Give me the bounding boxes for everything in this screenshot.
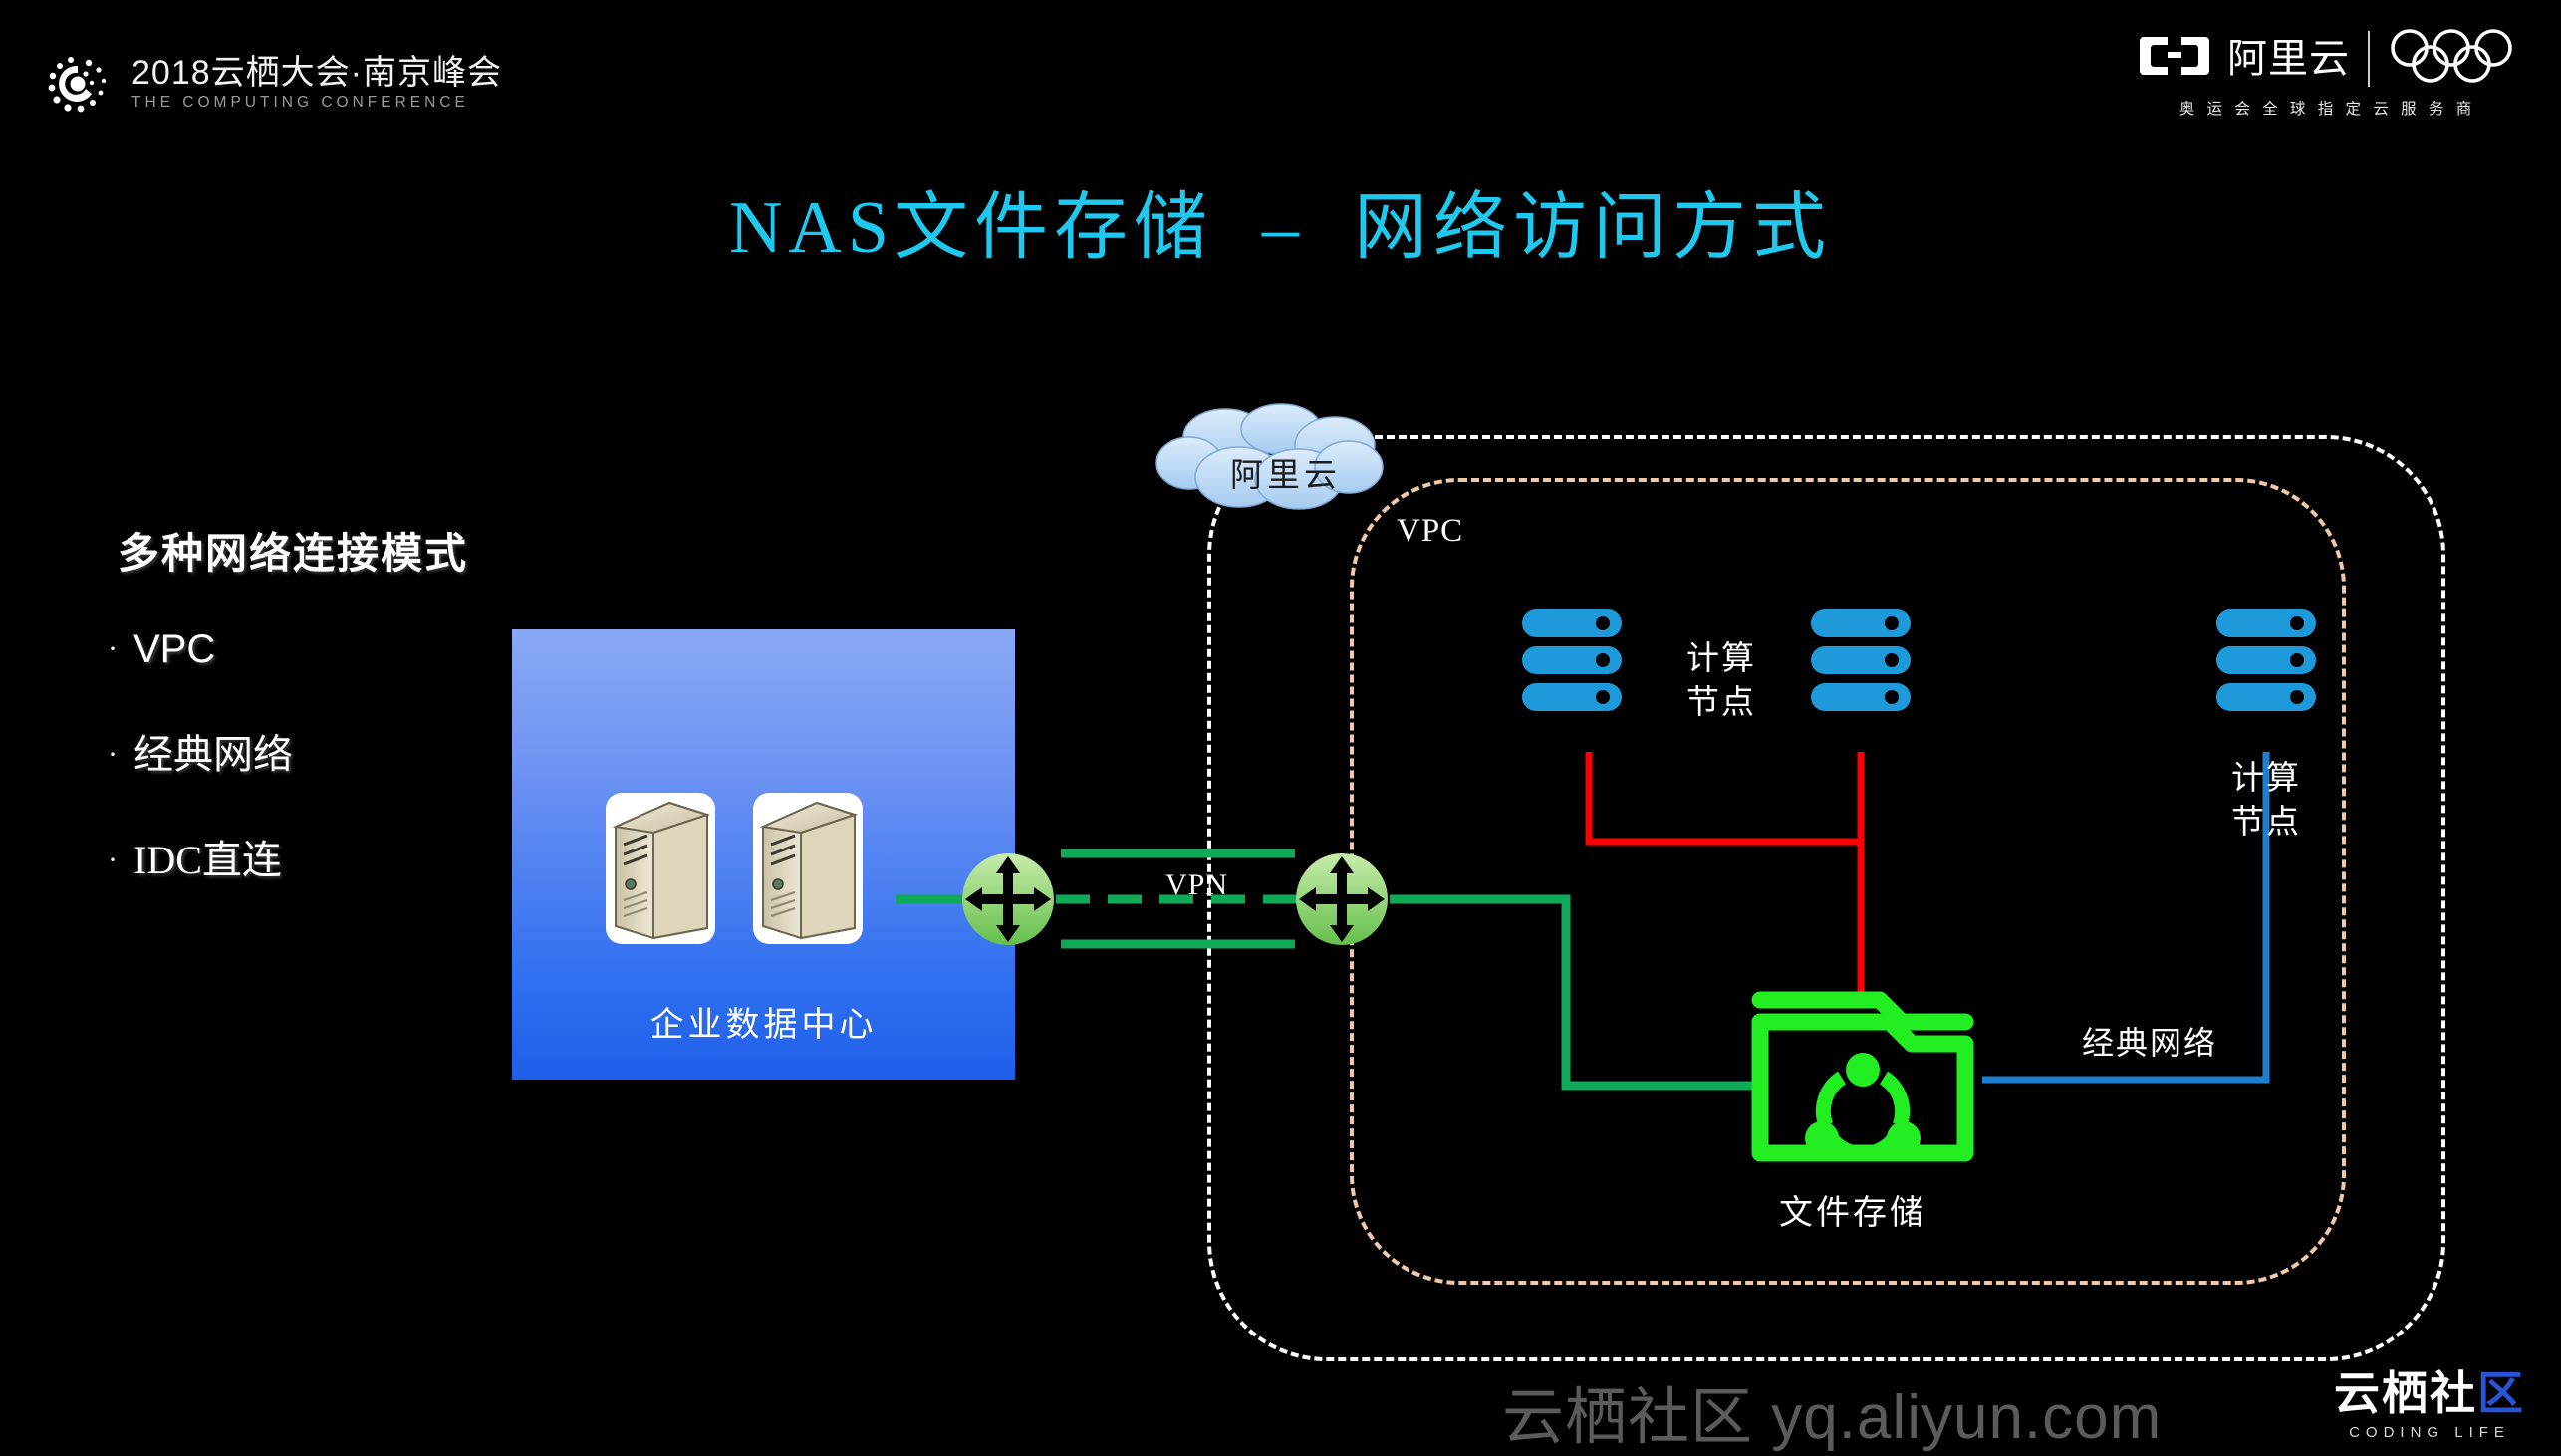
compute-node-icon-vpc-left <box>1522 609 1622 720</box>
compute-node-icon-classic <box>2216 609 2316 720</box>
conference-logo-text: 2018云栖大会·南京峰会 THE COMPUTING CONFERENCE <box>131 53 502 113</box>
file-storage-label: 文件存储 <box>1779 1195 1926 1232</box>
aliyun-mark-icon <box>2140 33 2209 84</box>
vpn-label: VPN <box>1165 868 1229 901</box>
list-item: · 经典网络 <box>108 733 526 839</box>
classic-network-label: 经典网络 <box>2082 1025 2218 1061</box>
left-bullet-list: · VPC · 经典网络 · IDC直连 <box>108 627 526 944</box>
compute-node-label-line1: 计算 <box>1686 641 1756 677</box>
server-bar <box>1522 646 1622 674</box>
compute-node-label-line2: 节点 <box>2231 805 2301 841</box>
page-title: NAS文件存储 – 网络访问方式 <box>728 187 1833 269</box>
bullet-label: VPC <box>133 627 216 671</box>
alibaba-cloud-region-border <box>1207 435 2445 1361</box>
server-bar <box>1522 609 1622 637</box>
aliyun-logo: 阿里云 奥 运 会 全 球 指 定 云 服 务 商 <box>2140 28 2515 119</box>
file-storage-icon <box>1748 984 1977 1173</box>
server-bar <box>2216 646 2316 674</box>
datacenter-label: 企业数据中心 <box>649 1007 878 1044</box>
bullet-marker-icon: · <box>108 738 118 771</box>
watermark-logo-cn: 云栖社区 <box>2334 1370 2525 1416</box>
tower-server-icon <box>753 793 863 944</box>
left-heading: 多种网络连接模式 <box>118 530 469 577</box>
watermark-logo-cn-b: 区 <box>2477 1367 2525 1419</box>
bullet-label: 经典网络 <box>133 732 293 777</box>
compute-node-label-classic: 计算 节点 <box>2186 757 2346 845</box>
watermark-logo: 云栖社区 CODING LIFE <box>2334 1370 2525 1441</box>
cloud-label: 阿里云 <box>1230 458 1341 494</box>
server-bar <box>1811 609 1911 637</box>
gateway-router-icon-right <box>1295 852 1389 946</box>
watermark-logo-en: CODING LIFE <box>2349 1424 2510 1441</box>
server-bar <box>2216 683 2316 711</box>
aliyun-logo-row: 阿里云 <box>2140 28 2515 89</box>
vpc-label: VPC <box>1397 513 1464 549</box>
conference-name-cn: 2018云栖大会·南京峰会 <box>131 53 502 92</box>
server-bar <box>2216 609 2316 637</box>
bullet-marker-icon: · <box>108 632 118 665</box>
server-bar <box>1522 683 1622 711</box>
list-item: · IDC直连 <box>108 839 526 944</box>
computing-conference-icon <box>42 48 114 120</box>
cloud-icon <box>1153 403 1417 528</box>
gateway-router-icon-left <box>961 852 1055 946</box>
wire-gateway-to-storage <box>1390 894 1753 1091</box>
wire-storage-to-classic-blue <box>1982 752 2270 1084</box>
logo-divider <box>2368 30 2370 87</box>
compute-node-label-line2: 节点 <box>1686 685 1756 721</box>
compute-node-label-vpc: 计算 节点 <box>1642 637 1801 725</box>
bullet-marker-icon: · <box>108 844 118 876</box>
conference-logo: 2018云栖大会·南京峰会 THE COMPUTING CONFERENCE <box>42 48 502 120</box>
aliyun-tagline: 奥 运 会 全 球 指 定 云 服 务 商 <box>2178 101 2476 118</box>
bullet-label: IDC直连 <box>133 838 282 882</box>
datacenter-server-group <box>606 793 863 944</box>
server-bar <box>1811 683 1911 711</box>
tower-server-icon <box>606 793 715 944</box>
watermark-logo-cn-a: 云栖社 <box>2334 1367 2477 1419</box>
server-bar <box>1811 646 1911 674</box>
watermark-text: 云栖社区 yq.aliyun.com <box>1502 1383 2163 1452</box>
compute-node-label-line1: 计算 <box>2231 761 2301 797</box>
enterprise-datacenter-box: 企业数据中心 <box>512 629 1015 1080</box>
olympic-rings-icon <box>2388 28 2515 89</box>
aliyun-brand-cn: 阿里云 <box>2227 36 2350 81</box>
wire-compute-to-storage-red <box>1585 752 1865 1006</box>
conference-name-en: THE COMPUTING CONFERENCE <box>131 94 469 112</box>
compute-node-icon-vpc-right <box>1811 609 1911 720</box>
list-item: · VPC <box>108 627 526 733</box>
